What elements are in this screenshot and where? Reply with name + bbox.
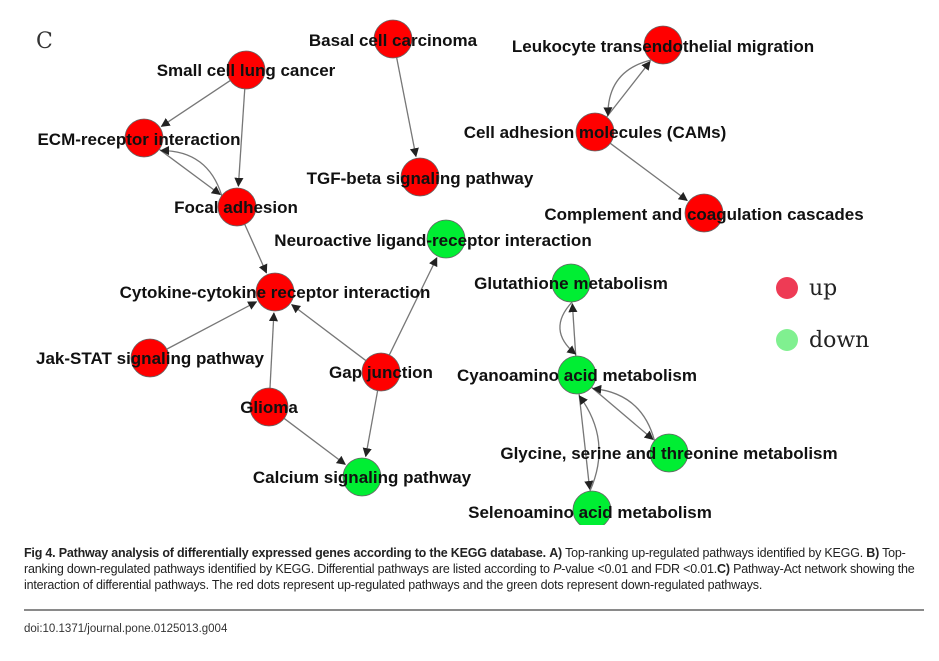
doi-text: doi:10.1371/journal.pone.0125013.g004 bbox=[24, 623, 228, 635]
node-glioma bbox=[249, 387, 289, 427]
node-leuko bbox=[643, 25, 683, 65]
node-label-focal: Focal adhesion bbox=[174, 198, 298, 217]
node-label-cams: Cell adhesion molecules (CAMs) bbox=[464, 123, 727, 142]
legend-down-swatch bbox=[776, 329, 798, 351]
node-tgf bbox=[400, 157, 440, 197]
node-label-jak: Jak-STAT signaling pathway bbox=[36, 349, 265, 368]
caption-divider bbox=[24, 609, 924, 611]
node-focal bbox=[217, 187, 257, 227]
node-label-sclc: Small cell lung cancer bbox=[157, 61, 336, 80]
edge-glycine-to-cyano bbox=[592, 384, 656, 441]
edge-focal-to-cyto bbox=[244, 224, 268, 274]
edge-focal-to-ecm bbox=[159, 145, 223, 196]
edge-gluta-to-cyano bbox=[559, 301, 577, 355]
edge-sclc-to-focal bbox=[234, 88, 246, 187]
edge-glioma-to-calcium bbox=[283, 417, 346, 465]
node-sclc bbox=[226, 50, 266, 90]
node-label-compl: Complement and coagulation cascades bbox=[544, 205, 863, 224]
node-label-gluta: Glutathione metabolism bbox=[474, 274, 668, 293]
node-ecm bbox=[124, 118, 164, 158]
edge-cams-to-leuko bbox=[606, 60, 651, 118]
node-label-ecm: ECM-receptor interaction bbox=[37, 130, 240, 149]
panel-label: C bbox=[36, 29, 53, 54]
node-label-gap: Gap junction bbox=[329, 363, 433, 382]
node-label-glycine: Glycine, serine and threonine metabolism bbox=[500, 444, 837, 463]
node-label-cyano: Cyanoamino acid metabolism bbox=[457, 366, 697, 385]
node-basal bbox=[373, 19, 413, 59]
node-cams bbox=[575, 112, 615, 152]
edge-jak-to-cyto bbox=[166, 301, 258, 350]
node-label-neuro: Neuroactive ligand-receptor interaction bbox=[274, 231, 591, 250]
edge-basal-to-tgf bbox=[396, 57, 419, 158]
caption-b-text: Top-ranking down-regulated pathways iden… bbox=[24, 546, 906, 576]
edge-cams-to-compl bbox=[609, 142, 688, 202]
caption-b-label: B) bbox=[866, 546, 880, 560]
node-label-tgf: TGF-beta signaling pathway bbox=[307, 169, 534, 188]
node-cyano bbox=[557, 355, 597, 395]
edge-leuko-to-cams bbox=[603, 59, 652, 117]
edge-gap-to-calcium bbox=[362, 390, 379, 458]
edge-gap-to-cyto bbox=[291, 304, 367, 362]
caption-a-text: Top-ranking up-regulated pathways identi… bbox=[562, 546, 867, 560]
node-gluta bbox=[551, 263, 591, 303]
edge-sclc-to-ecm bbox=[160, 79, 231, 127]
caption-fig-label: Fig 4. Pathway analysis of differentiall… bbox=[24, 546, 546, 560]
legend-up-label: up bbox=[809, 276, 837, 301]
edge-ecm-to-focal bbox=[158, 148, 221, 196]
legend-up-swatch bbox=[776, 277, 798, 299]
node-cyto bbox=[255, 272, 295, 312]
node-seleno bbox=[572, 490, 612, 525]
node-label-cyto: Cytokine-cytokine receptor interaction bbox=[120, 283, 431, 302]
edge-cyano-to-gluta bbox=[568, 303, 578, 357]
legend: up down bbox=[776, 276, 869, 353]
caption-a-label: A) bbox=[549, 546, 563, 560]
node-label-basal: Basal cell carcinoma bbox=[309, 31, 478, 50]
node-jak bbox=[130, 338, 170, 378]
edge-seleno-to-cyano bbox=[578, 395, 600, 492]
node-label-glioma: Glioma bbox=[240, 398, 298, 417]
edge-layer bbox=[158, 57, 688, 492]
figure-caption: Fig 4. Pathway analysis of differentiall… bbox=[24, 545, 924, 593]
node-glycine bbox=[649, 433, 689, 473]
caption-p-italic: P bbox=[553, 562, 562, 576]
node-label-seleno: Selenoamino acid metabolism bbox=[468, 503, 712, 522]
caption-c-label: C) bbox=[717, 562, 730, 576]
legend-down-label: down bbox=[809, 328, 869, 353]
node-label-leuko: Leukocyte transendothelial migration bbox=[512, 37, 814, 56]
node-gap bbox=[361, 352, 401, 392]
node-neuro bbox=[426, 219, 466, 259]
edge-cyano-to-seleno bbox=[578, 393, 594, 491]
node-compl bbox=[684, 193, 724, 233]
node-layer bbox=[124, 19, 724, 525]
edge-gap-to-neuro bbox=[388, 257, 438, 356]
caption-c-text: Pathway-Act network showing the interact… bbox=[24, 562, 915, 592]
edge-cyano-to-glycine bbox=[591, 386, 654, 441]
caption-b-text2: -value <0.01 and FDR <0.01. bbox=[561, 562, 718, 576]
node-label-calcium: Calcium signaling pathway bbox=[253, 468, 472, 487]
edge-glioma-to-cyto bbox=[268, 312, 279, 389]
node-calcium bbox=[342, 457, 382, 497]
